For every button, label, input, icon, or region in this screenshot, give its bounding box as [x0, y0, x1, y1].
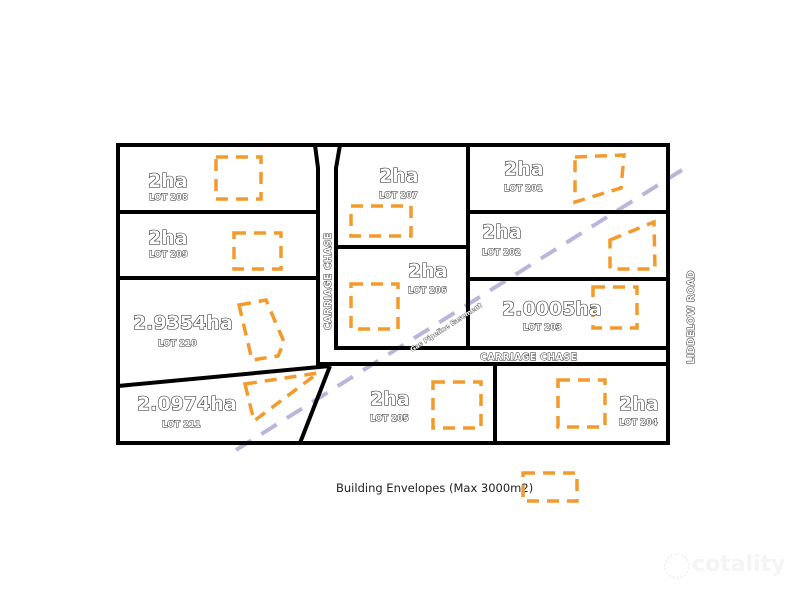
lot-area: 2.0974ha: [137, 393, 237, 415]
road-label-carriage-chase-vertical: CARRIAGE CHASE: [323, 233, 334, 330]
lot-202: 2ha LOT 202: [481, 220, 522, 258]
envelope-lot-201: [573, 153, 626, 205]
road-edge-east: [334, 144, 668, 350]
lot-203: 2.0005ha LOT 203: [501, 297, 602, 333]
boundary-211-205: [298, 365, 332, 444]
envelope-lot-202: [608, 219, 657, 271]
lot-number: LOT 210: [158, 339, 197, 349]
lot-area: 2ha: [148, 227, 188, 249]
lot-area: 2ha: [619, 393, 659, 415]
watermark-text: cotality: [692, 552, 786, 577]
lot-209: 2ha LOT 209: [147, 226, 188, 260]
lot-211: 2.0974ha LOT 211: [136, 392, 237, 430]
envelope-lot-203: [591, 285, 639, 330]
envelope-lot-205: [431, 380, 483, 430]
lot-206: 2ha LOT 206: [407, 259, 448, 296]
lot-201: 2ha LOT 201: [503, 157, 544, 194]
envelope-lot-207: [349, 204, 413, 238]
lot-number: LOT 203: [523, 323, 562, 333]
lot-210: 2.9354ha LOT 210: [132, 311, 233, 349]
easement-label: Gas Pipeline Easement: [409, 301, 484, 353]
lot-number: LOT 209: [149, 250, 188, 260]
lot-207: 2ha LOT 207: [378, 164, 419, 201]
lot-number: LOT 202: [482, 248, 521, 258]
road-label-liddelow-road: LIDDELOW ROAD: [686, 270, 697, 364]
envelope-lot-209: [232, 231, 283, 271]
lot-number: LOT 201: [504, 184, 543, 194]
lot-area: 2ha: [370, 388, 410, 410]
envelope-lot-206: [349, 282, 400, 331]
lot-number: LOT 205: [370, 414, 409, 424]
lot-area: 2ha: [408, 260, 448, 282]
lot-number: LOT 208: [149, 193, 188, 203]
envelope-lot-211: [242, 371, 320, 424]
road-label-carriage-chase-horizontal: CARRIAGE CHASE: [480, 352, 577, 363]
lot-area: 2ha: [504, 158, 544, 180]
road-edge-west: [313, 144, 320, 366]
lot-area: 2.9354ha: [133, 312, 233, 334]
lot-204: 2ha LOT 204: [618, 392, 659, 428]
outer-boundary: [116, 143, 670, 445]
lot-205: 2ha LOT 205: [369, 387, 410, 424]
lot-area: 2ha: [482, 221, 522, 243]
lot-208: 2ha LOT 208: [147, 169, 188, 203]
legend-label: Building Envelopes (Max 3000m2): [336, 481, 534, 495]
lot-number: LOT 207: [379, 191, 418, 201]
boundary-210-211: [117, 364, 331, 388]
legend-envelope-swatch: [521, 471, 579, 503]
envelope-lot-204: [556, 378, 607, 429]
lot-number: LOT 206: [408, 286, 447, 296]
watermark-logo-icon: [664, 553, 690, 579]
lot-area: 2ha: [379, 165, 419, 187]
envelope-lot-208: [214, 155, 263, 201]
lot-number: LOT 204: [619, 418, 658, 428]
lot-number: LOT 211: [162, 420, 201, 430]
lot-area: 2ha: [148, 170, 188, 192]
lot-area: 2.0005ha: [502, 298, 602, 320]
envelope-lot-210: [236, 298, 286, 362]
